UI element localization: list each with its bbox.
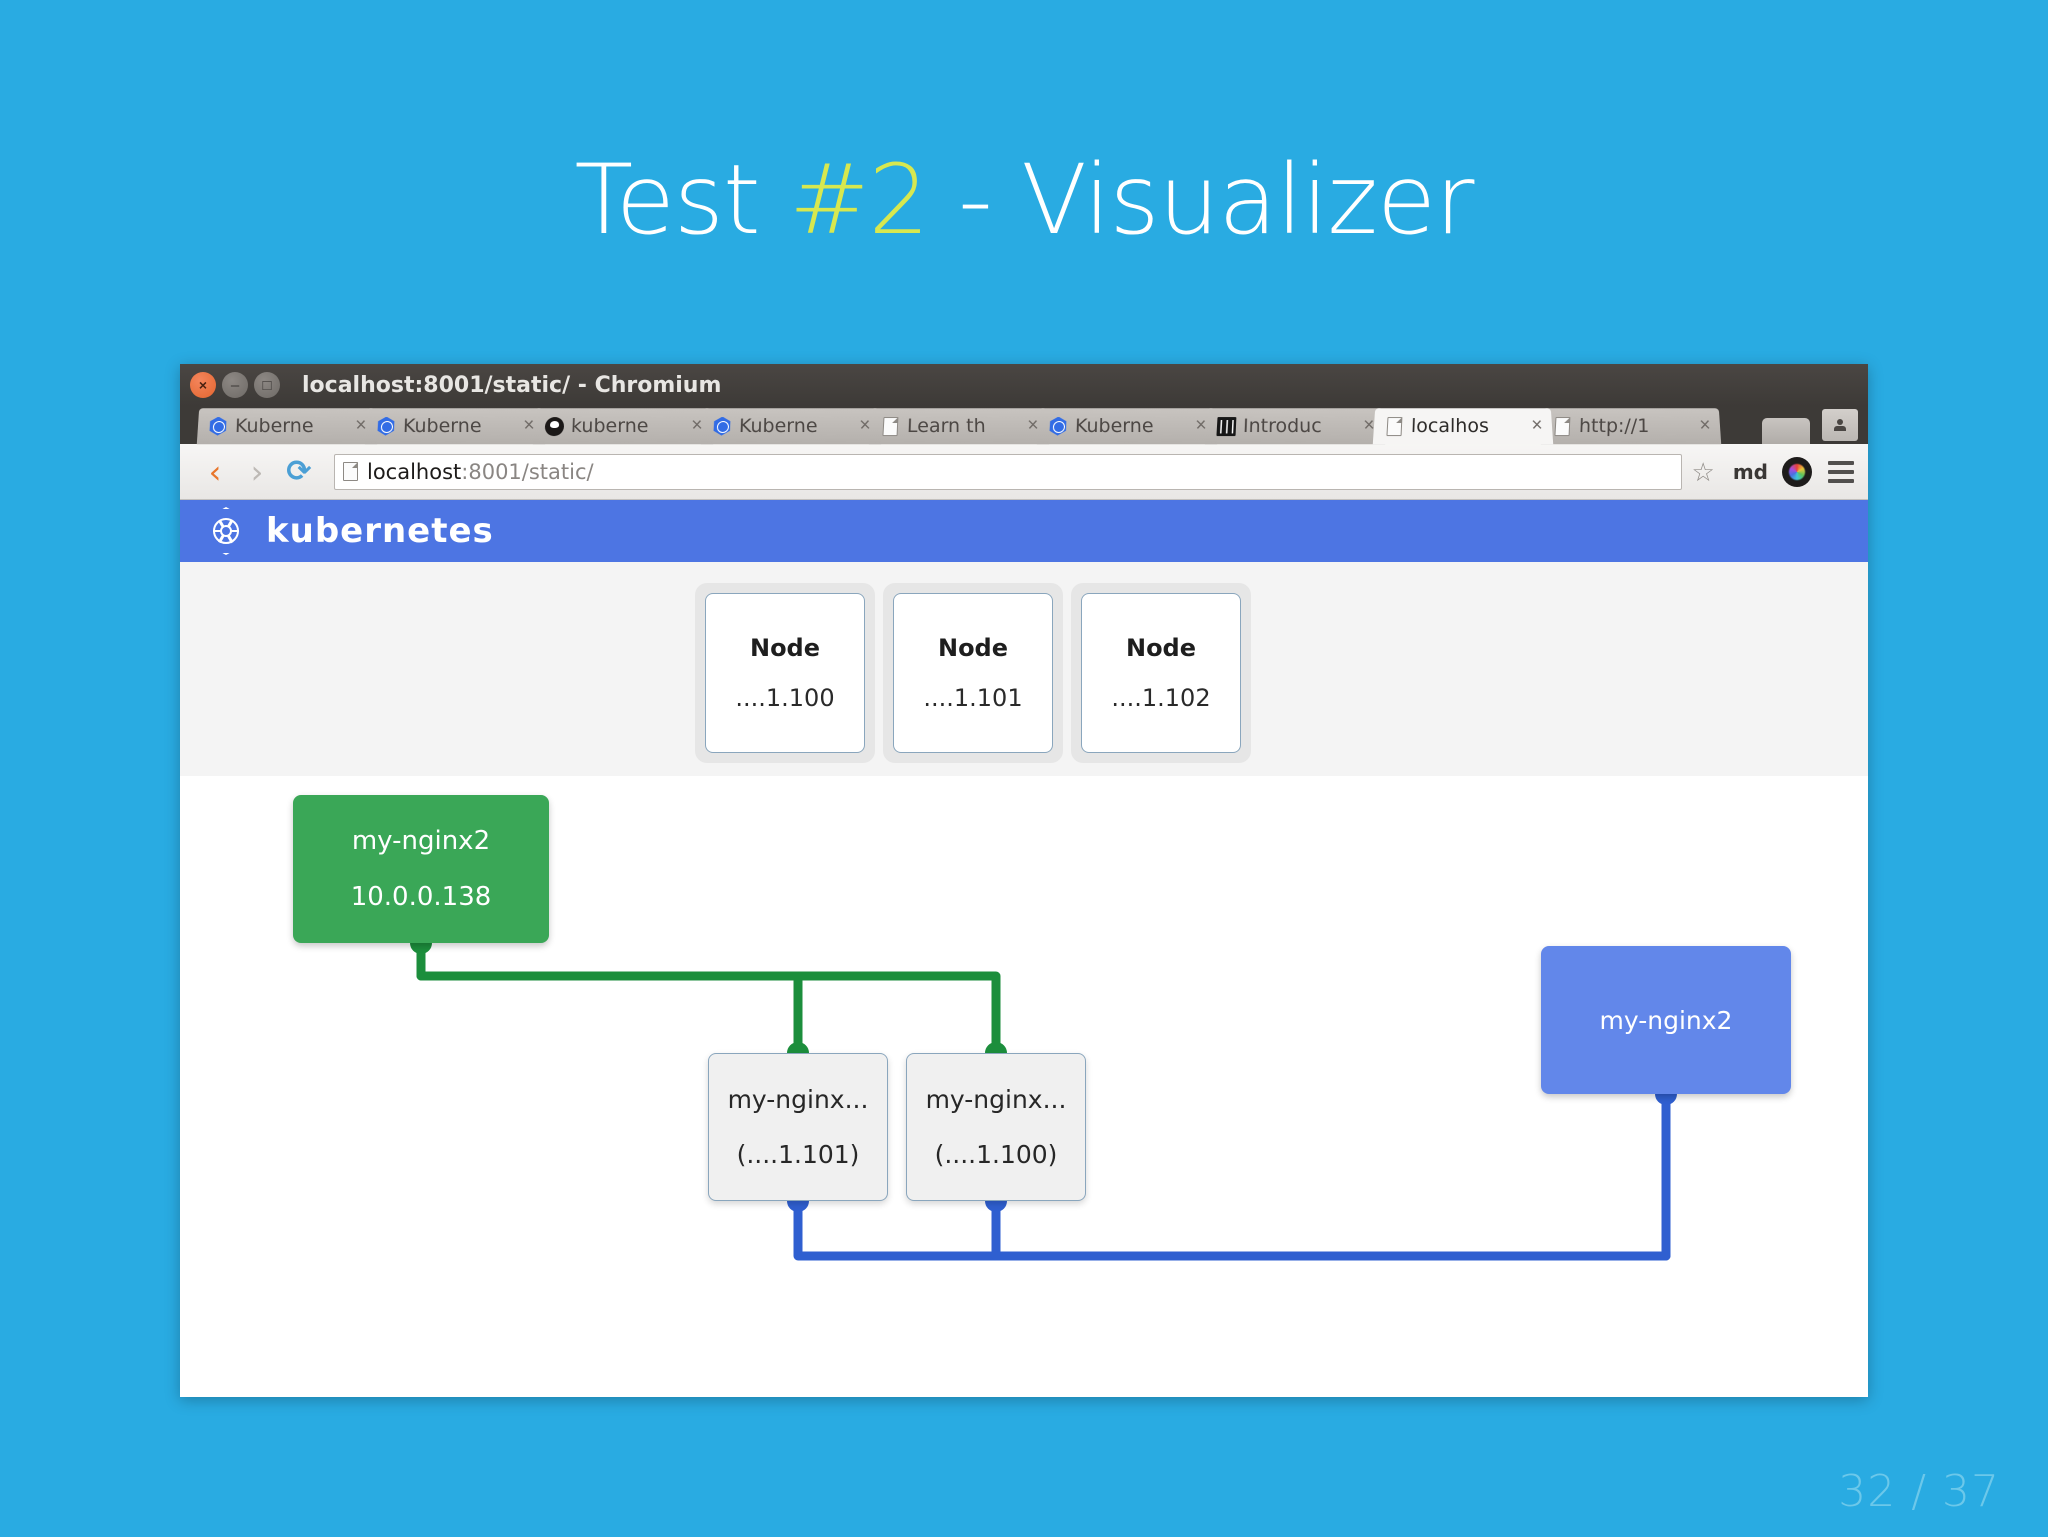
tab-label: Learn th xyxy=(906,415,986,438)
slide-page-counter: 32 / 37 xyxy=(1838,1466,2000,1517)
new-tab-button[interactable] xyxy=(1762,418,1810,444)
browser-tab[interactable]: Kuberne × xyxy=(364,408,546,445)
browser-tab[interactable]: Kuberne × xyxy=(196,408,378,445)
pod-name: my-nginx... xyxy=(727,1085,869,1114)
node-list: Node ....1.100 Node ....1.101 Node ....1… xyxy=(695,583,1251,763)
user-profile-button[interactable] xyxy=(1822,409,1858,441)
page-info-icon[interactable] xyxy=(343,462,358,481)
nodes-section: Node ....1.100 Node ....1.101 Node ....1… xyxy=(180,562,1868,776)
tab-label: http://1 xyxy=(1578,415,1650,438)
github-icon xyxy=(543,416,564,436)
pod-name: my-nginx... xyxy=(925,1085,1067,1114)
browser-tab[interactable]: Kuberne × xyxy=(700,408,882,445)
browser-toolbar: ‹ › ⟳ localhost:8001/static/ ☆ md xyxy=(180,444,1868,500)
edge-service-to-pod-a xyxy=(416,938,803,1058)
graph-edges xyxy=(416,938,1671,1261)
page-title-prefix: Test xyxy=(574,144,790,256)
tab-label: localhos xyxy=(1410,415,1490,438)
menu-icon[interactable] xyxy=(1828,460,1854,483)
pod-box[interactable]: my-nginx... (....1.100) xyxy=(906,1053,1086,1201)
tab-label: Kuberne xyxy=(402,415,482,438)
address-bar-text: localhost:8001/static/ xyxy=(367,460,594,484)
pod-box[interactable]: my-nginx... (....1.101) xyxy=(708,1053,888,1201)
browser-window: × – □ localhost:8001/static/ - Chromium … xyxy=(180,364,1868,1397)
user-icon xyxy=(1834,419,1846,431)
visualizer-graph: my-nginx2 10.0.0.138 my-nginx... (....1.… xyxy=(180,776,1868,1371)
kubernetes-header: kubernetes xyxy=(180,500,1868,562)
tab-label: Kuberne xyxy=(234,415,314,438)
browser-tab[interactable]: ||| Introduc × xyxy=(1204,408,1386,445)
edge-service-to-pod-b xyxy=(416,938,1001,1058)
tab-label: Kuberne xyxy=(1074,415,1154,438)
window-title-text: localhost:8001/static/ - Chromium xyxy=(302,372,722,398)
address-bar[interactable]: localhost:8001/static/ xyxy=(334,453,1682,490)
kubernetes-icon xyxy=(375,416,396,436)
node-title: Node xyxy=(749,634,821,662)
browser-tab[interactable]: Learn th × xyxy=(868,408,1050,445)
browser-tab-active[interactable]: localhos × xyxy=(1372,408,1554,445)
kubernetes-icon xyxy=(1047,416,1068,436)
window-maximize-button[interactable]: □ xyxy=(254,372,280,398)
window-close-button[interactable]: × xyxy=(190,372,216,398)
service-name: my-nginx2 xyxy=(351,826,491,856)
reload-icon[interactable]: ⟳ xyxy=(286,454,312,489)
service-box[interactable]: my-nginx2 10.0.0.138 xyxy=(293,795,549,943)
bookmark-star-icon[interactable]: ☆ xyxy=(1691,456,1715,487)
document-icon xyxy=(1383,416,1404,436)
tab-label: Kuberne xyxy=(738,415,818,438)
window-minimize-button[interactable]: – xyxy=(222,372,248,398)
tab-strip: Kuberne × Kuberne × kuberne × Kuberne × … xyxy=(180,406,1868,445)
node-ip: ....1.102 xyxy=(1111,684,1211,712)
close-icon[interactable]: × xyxy=(1530,415,1544,437)
controller-name: my-nginx2 xyxy=(1599,1005,1733,1035)
kubernetes-icon xyxy=(207,416,228,436)
color-picker-extension-icon[interactable] xyxy=(1782,456,1812,487)
replication-controller-box[interactable]: my-nginx2 xyxy=(1541,946,1791,1094)
browser-tab[interactable]: Kuberne × xyxy=(1036,408,1218,445)
kubernetes-logo-icon xyxy=(202,507,250,555)
kubernetes-wordmark: kubernetes xyxy=(266,511,494,551)
document-icon xyxy=(1551,416,1572,436)
pod-ip: (....1.101) xyxy=(736,1140,860,1169)
browser-tab[interactable]: http://1 × xyxy=(1540,408,1722,445)
node-card[interactable]: Node ....1.100 xyxy=(695,583,875,763)
tab-label: kuberne xyxy=(570,415,649,438)
edge-controller-to-pod-b xyxy=(991,1089,1671,1261)
kubernetes-icon xyxy=(711,416,732,436)
window-titlebar: × – □ localhost:8001/static/ - Chromium xyxy=(180,364,1868,406)
node-title: Node xyxy=(937,634,1009,662)
document-icon xyxy=(879,416,900,436)
page-title-accent: #2 xyxy=(789,144,930,256)
dark-square-icon: ||| xyxy=(1215,416,1236,436)
node-ip: ....1.100 xyxy=(735,684,835,712)
service-ip: 10.0.0.138 xyxy=(350,882,492,912)
close-icon[interactable]: × xyxy=(1698,415,1712,437)
tab-label: Introduc xyxy=(1242,415,1322,438)
back-icon[interactable]: ‹ xyxy=(208,452,222,491)
forward-icon[interactable]: › xyxy=(250,452,264,491)
pod-ip: (....1.100) xyxy=(934,1140,1058,1169)
node-card[interactable]: Node ....1.101 xyxy=(883,583,1063,763)
node-ip: ....1.101 xyxy=(923,684,1023,712)
node-title: Node xyxy=(1125,634,1197,662)
node-card[interactable]: Node ....1.102 xyxy=(1071,583,1251,763)
page-title-suffix: - Visualizer xyxy=(928,144,1474,256)
markdown-extension-button[interactable]: md xyxy=(1732,459,1768,484)
browser-tab[interactable]: kuberne × xyxy=(532,408,714,445)
url-host: localhost xyxy=(367,459,462,484)
url-path: :8001/static/ xyxy=(461,459,594,484)
page-title: Test #2 - Visualizer xyxy=(0,147,2048,254)
